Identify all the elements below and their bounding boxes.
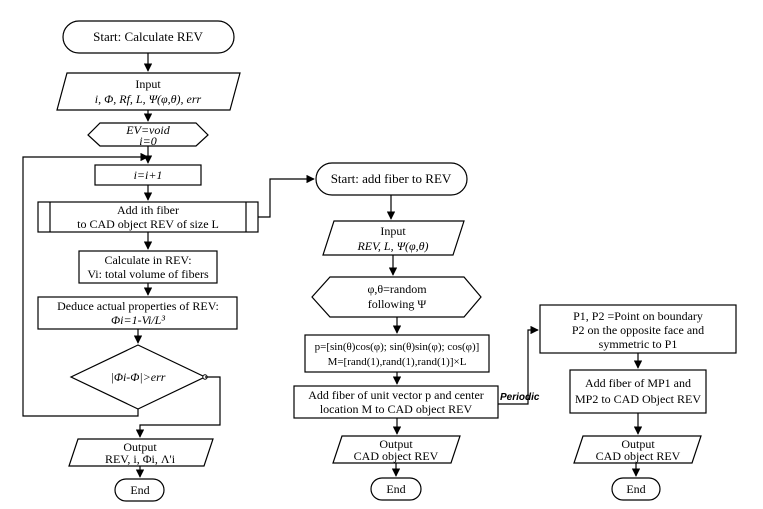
col2-end-text: End [386, 482, 405, 496]
col1-calculate-node: Calculate in REV: Vi: total volume of fi… [78, 250, 218, 284]
col1-increment-node: i=i+1 [94, 164, 202, 186]
col3-output-values: CAD object REV [596, 449, 681, 463]
col2-start-node: Start: add fiber to REV [315, 162, 468, 196]
arrow-periodic [498, 325, 539, 405]
col3-points-line3: symmetric to P1 [599, 337, 678, 351]
col1-input-params: i, Φ, Rf, L, Ψ(φ,θ), err [95, 92, 202, 106]
col1-start-node: Start: Calculate REV [62, 20, 235, 54]
col1-end-text: End [130, 483, 149, 497]
col2-random-line2: following Ψ [368, 297, 427, 311]
col2-input-title: Input [380, 224, 406, 238]
col1-output-values: REV, i, Φi, Λ'i [105, 452, 176, 466]
col3-points-node: P1, P2 =Point on boundary P2 on the oppo… [539, 304, 737, 354]
col1-calculate-line1: Calculate in REV: [104, 253, 191, 267]
col2-output-title: Output [379, 437, 413, 451]
col2-end-node: End [370, 477, 422, 501]
col2-compute-line2: M=[rand(1),rand(1),rand(1)]×L [328, 356, 467, 368]
col2-random-node: φ,θ=random following Ψ [311, 276, 482, 318]
col1-decision-text: |Φi-Φ|>err [111, 370, 166, 384]
arrow-decision-to-output [135, 376, 221, 438]
col3-output-title: Output [621, 437, 655, 451]
col2-start-text: Start: add fiber to REV [331, 171, 452, 186]
col2-output-values: CAD object REV [354, 449, 439, 463]
col1-start-text: Start: Calculate REV [93, 29, 203, 44]
col1-deduce-line2: Φi=1-Vi/L³ [111, 313, 165, 327]
col1-output-title: Output [123, 440, 157, 454]
col1-deduce-node: Deduce actual properties of REV: Φi=1-Vi… [37, 296, 238, 330]
col2-add-node: Add fiber of unit vector p and center lo… [293, 385, 499, 419]
col3-add-line2: MP2 to CAD Object REV [575, 392, 701, 406]
col1-input-node: Input i, Φ, Rf, L, Ψ(φ,θ), err [56, 72, 241, 111]
col2-compute-node: p=[sin(θ)cos(φ); sin(θ)sin(φ); cos(φ)] M… [304, 334, 490, 373]
col1-increment-text: i=i+1 [134, 168, 163, 182]
col3-end-node: End [611, 477, 661, 501]
col3-points-line2: P2 on the opposite face and [572, 323, 704, 337]
col1-add-fiber-line2: to CAD object REV of size L [77, 217, 219, 231]
col1-add-fiber-line1: Add ith fiber [117, 203, 179, 217]
col2-random-line1: φ,θ=random [367, 282, 427, 296]
arrow-loop-back [22, 152, 149, 417]
col1-output-node: Output REV, i, Φi, Λ'i [68, 438, 214, 467]
col1-init-line1: EV=void [125, 123, 170, 137]
col2-add-line1: Add fiber of unit vector p and center [308, 388, 484, 402]
col1-input-title: Input [135, 77, 161, 91]
periodic-label: Periodic [500, 392, 540, 403]
col3-add-node: Add fiber of MP1 and MP2 to CAD Object R… [569, 369, 707, 414]
col1-end-node: End [114, 478, 165, 502]
col3-end-text: End [626, 482, 645, 496]
col1-decision-node: |Φi-Φ|>err [69, 344, 208, 410]
col1-deduce-line1: Deduce actual properties of REV: [57, 299, 219, 313]
col2-input-node: Input REV, L, Ψ(φ,θ) [322, 220, 465, 256]
col1-add-fiber-node: Add ith fiber to CAD object REV of size … [37, 201, 259, 233]
col2-compute-line1: p=[sin(θ)cos(φ); sin(θ)sin(φ); cos(φ)] [315, 341, 480, 353]
col2-add-line2: location M to CAD object REV [320, 402, 473, 416]
arrow-col1-to-col2 [258, 174, 315, 218]
col2-input-params: REV, L, Ψ(φ,θ) [356, 239, 428, 253]
col1-init-line2: i=0 [139, 134, 156, 148]
col3-add-line1: Add fiber of MP1 and [585, 376, 691, 390]
col1-init-node: EV=void i=0 [87, 122, 209, 148]
col3-output-node: Output CAD object REV [573, 435, 702, 464]
col1-calculate-line2: Vi: total volume of fibers [87, 267, 209, 281]
col3-points-line1: P1, P2 =Point on boundary [573, 309, 703, 323]
col2-output-node: Output CAD object REV [332, 435, 461, 464]
